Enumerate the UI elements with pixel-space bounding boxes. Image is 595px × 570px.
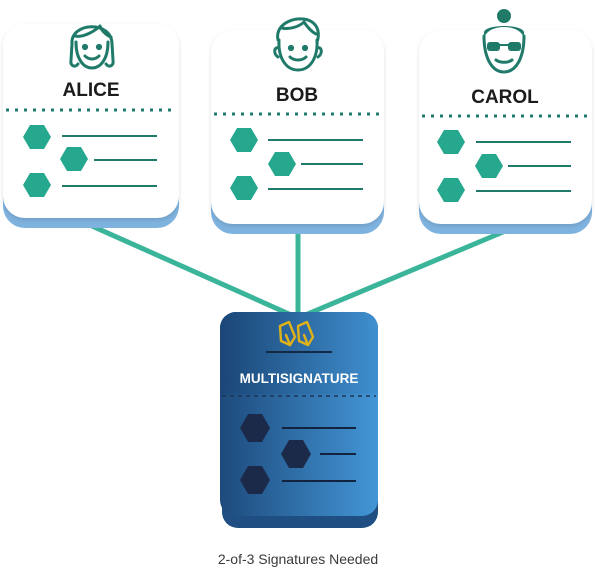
connector-carol <box>295 229 506 321</box>
hexagon <box>268 152 296 176</box>
woman-face-icon <box>69 24 115 70</box>
hexagon <box>281 440 311 468</box>
hexagon <box>437 130 465 154</box>
hexagon <box>240 466 270 494</box>
party-name: BOB <box>276 85 318 106</box>
hexagon <box>437 178 465 202</box>
multisig-title: MULTISIGNATURE <box>240 371 359 386</box>
pen-nibs-icon <box>278 320 315 347</box>
hexagon <box>475 154 503 178</box>
card-face <box>419 30 592 224</box>
hexagon <box>230 176 258 200</box>
party-card-carol: CAROL <box>419 9 592 234</box>
hexagon <box>240 414 270 442</box>
hexagon <box>23 173 51 197</box>
card-content <box>437 130 571 202</box>
connector-lines <box>89 223 506 321</box>
connector-alice <box>89 223 301 321</box>
card-content <box>23 125 157 197</box>
hexagon <box>230 128 258 152</box>
card-face <box>3 24 179 218</box>
party-card-alice: ALICE <box>3 24 179 228</box>
man-face-icon <box>273 17 323 72</box>
hexagon <box>60 147 88 171</box>
hexagon <box>23 125 51 149</box>
multisignature-card: MULTISIGNATURE <box>220 312 378 528</box>
caption: 2-of-3 Signatures Needed <box>218 551 378 567</box>
woman-with-glasses-face-icon <box>482 9 526 74</box>
party-name: CAROL <box>471 87 539 108</box>
card-content <box>240 414 356 494</box>
party-name: ALICE <box>63 80 120 101</box>
card-content <box>230 128 363 200</box>
card-face <box>211 30 384 224</box>
party-card-bob: BOB <box>211 17 384 234</box>
